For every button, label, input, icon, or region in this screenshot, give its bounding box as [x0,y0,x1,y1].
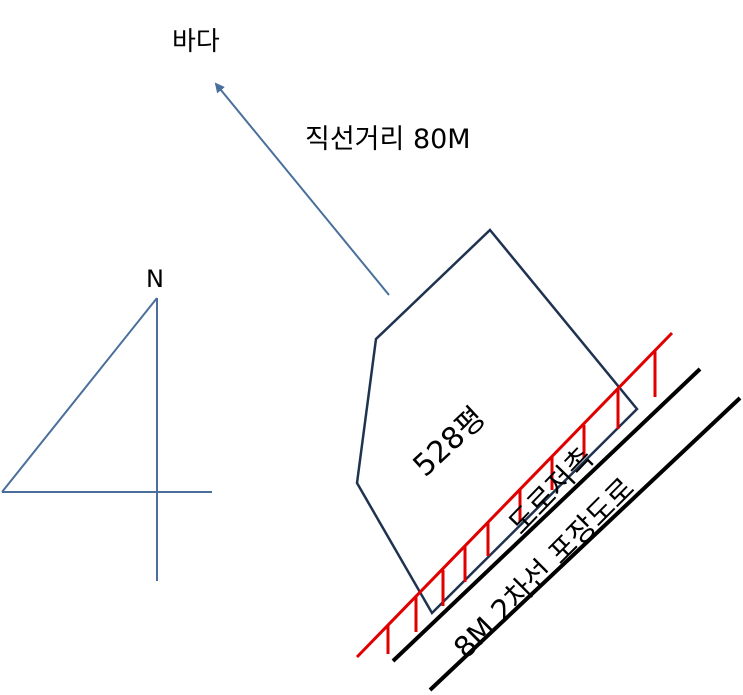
north-label: N [146,265,164,293]
road-edge-line-upper [391,367,702,663]
road-frontage-hatch [355,331,674,659]
lot-outline [355,228,639,616]
sea-direction-arrow [214,82,390,296]
lot-area-label: 528평 [407,400,493,483]
sea-label: 바다 [172,27,220,57]
road-edge-line-lower [428,396,742,692]
north-compass: N [1,265,212,581]
compass-diagonal-line [1,297,158,493]
frontage-boundary-line [355,331,674,659]
distance-label: 직선거리 80M [305,124,471,155]
